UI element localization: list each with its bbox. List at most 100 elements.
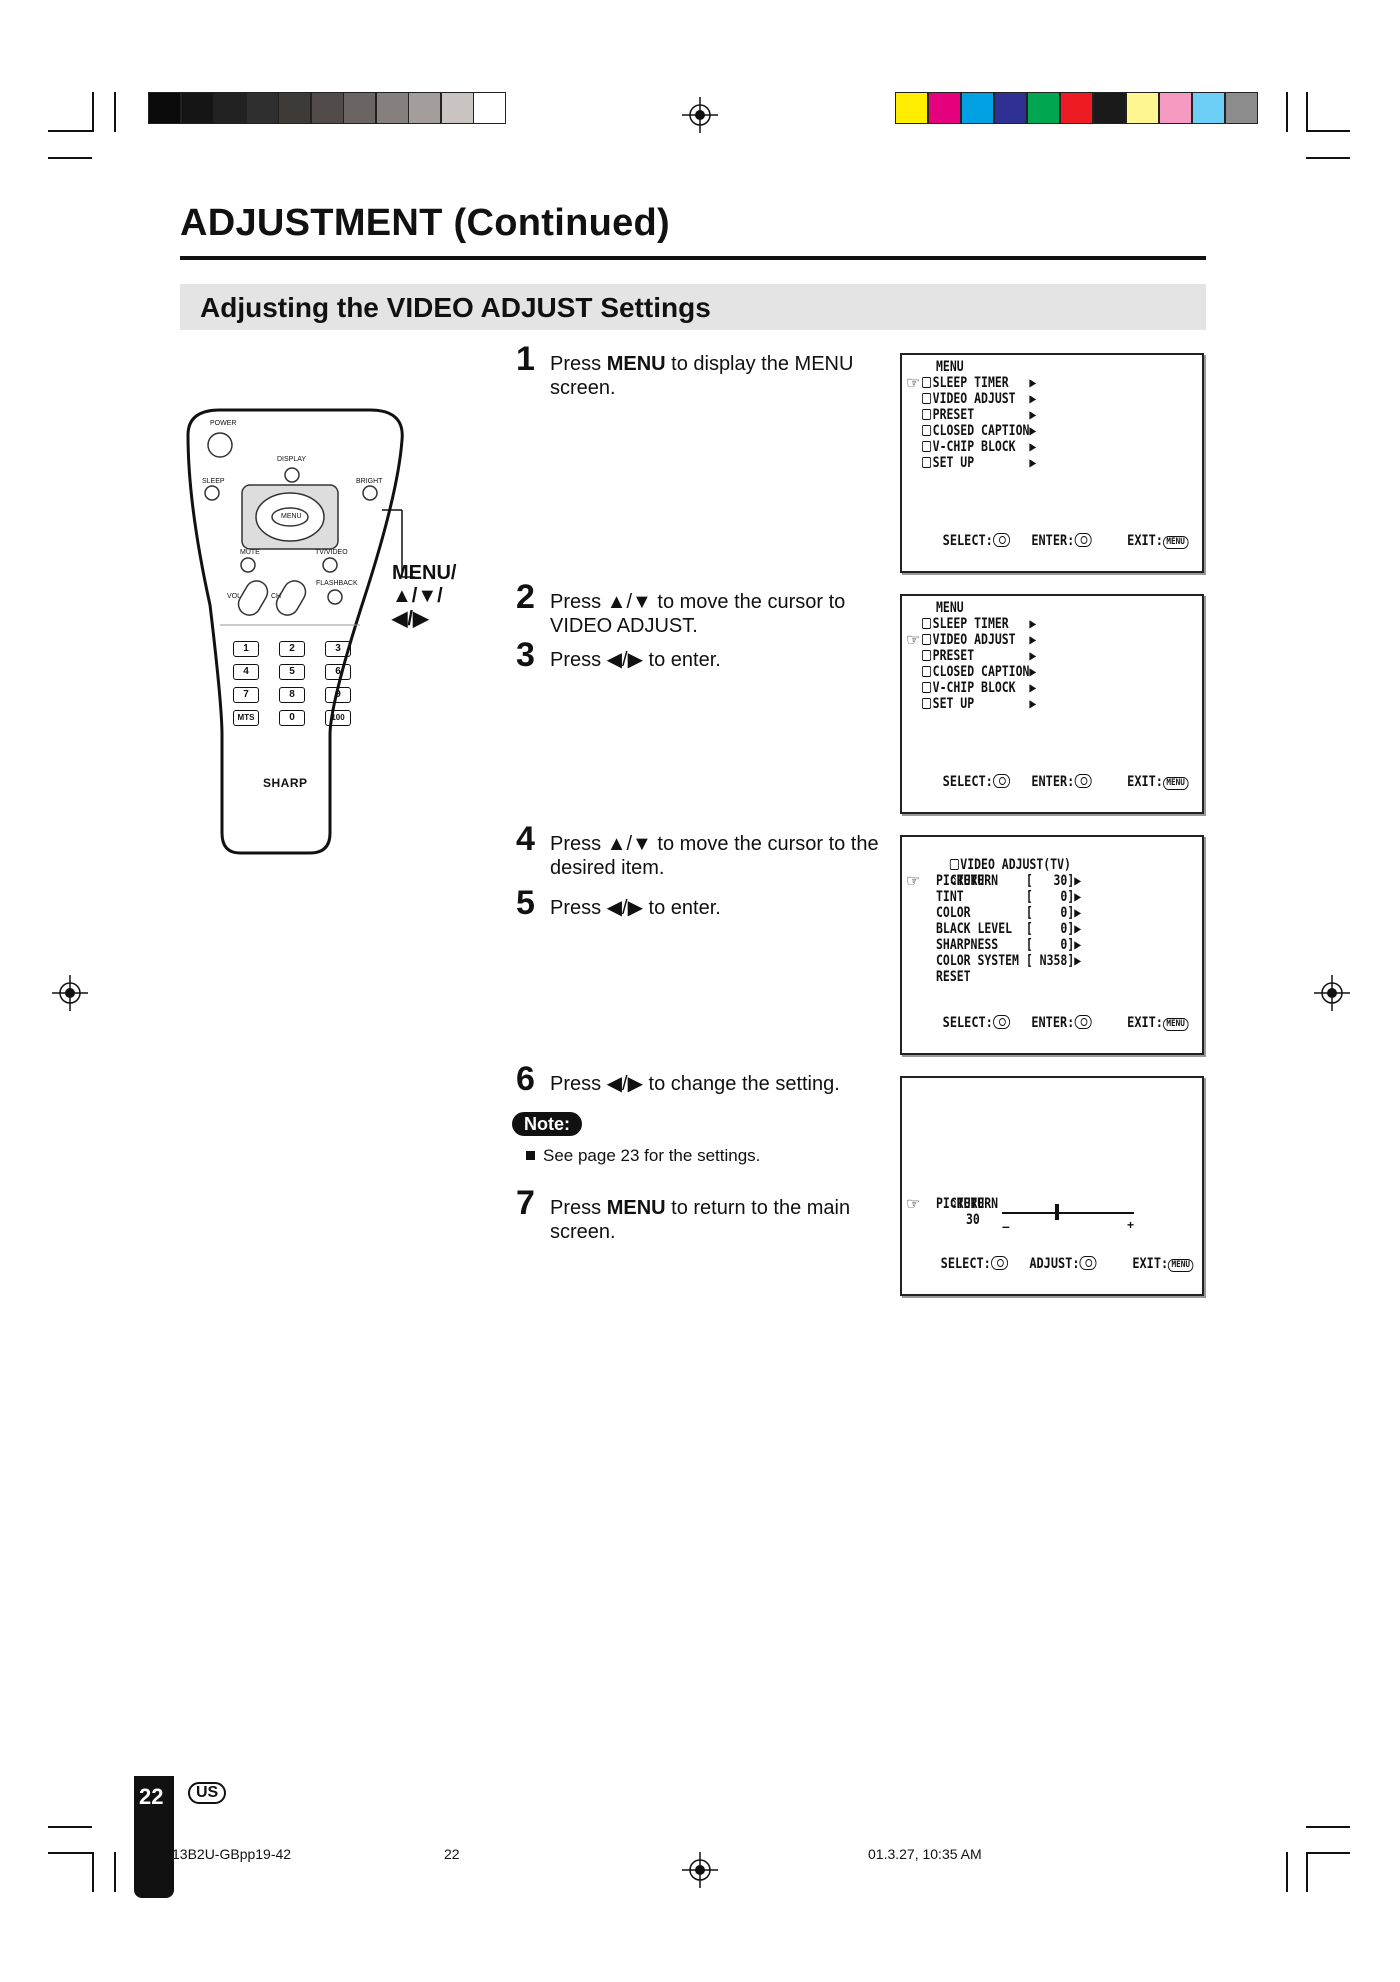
exit-label: EXIT: — [1127, 774, 1163, 790]
osd-menu-item-label: V-CHIP BLOCK ▶ — [932, 439, 1037, 455]
step-number: 7 — [516, 1184, 535, 1222]
osd-adjust-item: TINT [ 0]▶ — [936, 889, 1082, 905]
osd-menu-item-label: VIDEO ADJUST ▶ — [932, 391, 1037, 407]
osd-adjust-item: BLACK LEVEL [ 0]▶ — [936, 921, 1082, 937]
hand-cursor-icon: ☞ — [906, 1196, 921, 1213]
note-item: See page 23 for the settings. — [526, 1146, 760, 1166]
step-number: 1 — [516, 340, 535, 378]
menu-item-icon — [922, 634, 932, 645]
keypad-button: 5 — [279, 664, 305, 680]
dpad-icon — [1074, 1015, 1092, 1029]
dpad-icon — [990, 1256, 1008, 1270]
menu-item-icon — [922, 409, 932, 420]
step-text-part: to return to the main screen. — [550, 1197, 851, 1243]
osd-menu-item: V-CHIP BLOCK ▶ — [922, 680, 1036, 696]
section-title: Adjusting the VIDEO ADJUST Settings — [200, 292, 711, 323]
return-icon: ➲ — [949, 873, 957, 889]
color-swatch — [1060, 92, 1093, 124]
grayscale-swatch — [440, 92, 474, 124]
crop-mark — [48, 130, 92, 132]
osd-menu-item: SET UP ▶ — [922, 696, 1036, 712]
menu-item-icon — [922, 618, 932, 629]
crop-mark — [1286, 1852, 1288, 1892]
step-text-bold: MENU — [606, 1197, 666, 1219]
osd-menu-item: CLOSED CAPTION▶ — [922, 664, 1036, 680]
osd-picture-value: 30 — [966, 1212, 980, 1228]
crop-mark — [1286, 92, 1288, 132]
callout-line: MENU/ — [392, 562, 457, 584]
crop-mark — [48, 157, 92, 159]
step-number: 6 — [516, 1060, 535, 1098]
select-label: SELECT: — [942, 774, 993, 790]
remote-vol-label: VOL — [227, 593, 242, 600]
step-text-part: Press — [550, 353, 607, 375]
grayscale-swatch — [310, 92, 344, 124]
bullet-square-icon — [526, 1151, 535, 1160]
color-swatch — [895, 92, 928, 124]
color-swatch — [1159, 92, 1192, 124]
remote-power-label: POWER — [210, 420, 237, 427]
osd-return: ➲RETURN — [922, 1180, 998, 1228]
region-badge: US — [188, 1782, 227, 1804]
grayscale-swatch — [473, 92, 506, 124]
slider-track — [1002, 1212, 1134, 1214]
note-label: Note: — [512, 1112, 582, 1136]
keypad-button: 6 — [325, 664, 351, 680]
title-rule — [180, 256, 1206, 260]
footer-file-page: 22 — [444, 1846, 460, 1862]
osd-menu-item: SLEEP TIMER ▶ — [922, 375, 1036, 391]
osd-footer: SELECT: ENTER: EXIT:MENU — [914, 758, 1189, 806]
menu-button-icon: MENU — [1162, 536, 1189, 549]
menu-item-icon — [922, 425, 932, 436]
osd-adjust-item: SHARPNESS [ 0]▶ — [936, 937, 1082, 953]
exit-label: EXIT: — [1132, 1256, 1169, 1272]
section-header: Adjusting the VIDEO ADJUST Settings — [180, 284, 1206, 330]
osd-footer: SELECT: ENTER: EXIT:MENU — [914, 517, 1189, 565]
hand-cursor-icon: ☞ — [906, 632, 921, 649]
osd-menu-item-label: V-CHIP BLOCK ▶ — [932, 680, 1037, 696]
dpad-icon — [992, 774, 1010, 788]
exit-label: EXIT: — [1127, 533, 1163, 549]
step-text: Press ▲/▼ to move the cursor to VIDEO AD… — [550, 591, 846, 637]
menu-item-icon — [922, 650, 932, 661]
page-number: 22 — [139, 1784, 164, 1809]
osd-menu-item-label: VIDEO ADJUST ▶ — [932, 632, 1037, 648]
note-badge: Note: — [512, 1112, 582, 1136]
step-text: Press ◀/▶ to change the setting. — [550, 1073, 840, 1095]
remote-display-label: DISPLAY — [277, 456, 307, 463]
registration-mark-icon — [52, 975, 88, 1011]
step-text: Press ◀/▶ to enter. — [550, 897, 721, 919]
grayscale-swatch — [408, 92, 441, 124]
osd-menu-item-label: CLOSED CAPTION▶ — [932, 664, 1037, 680]
osd-footer: SELECT: ADJUST: EXIT:MENU — [912, 1240, 1194, 1288]
footer-file: 13B2U-GBpp19-42 — [172, 1846, 292, 1862]
keypad-button: MTS — [233, 710, 259, 726]
osd-title: VIDEO ADJUST(TV) — [922, 841, 1071, 889]
remote-tv-video-label: TV/VIDEO — [315, 549, 348, 556]
dpad-icon — [992, 533, 1010, 547]
osd-menu-item-label: PRESET ▶ — [932, 648, 1037, 664]
remote-ch-label: CH — [271, 593, 282, 600]
crop-mark — [1306, 92, 1308, 132]
osd-menu-item-label: SLEEP TIMER ▶ — [932, 375, 1037, 391]
registration-mark-icon — [682, 1852, 718, 1888]
osd-menu-item: VIDEO ADJUST ▶ — [922, 632, 1036, 648]
menu-item-icon — [922, 666, 932, 677]
menu-button-icon: MENU — [1168, 1259, 1194, 1272]
footer-datetime: 01.3.27, 10:35 AM — [868, 1846, 982, 1862]
dpad-icon — [992, 1015, 1010, 1029]
crop-mark — [114, 1852, 116, 1892]
callout-line: ▲/▼/ — [392, 585, 443, 607]
crop-mark — [1306, 1852, 1350, 1854]
crop-mark — [92, 92, 94, 132]
menu-item-icon — [922, 393, 932, 404]
keypad-button: 8 — [279, 687, 305, 703]
page-number-tab — [134, 1776, 174, 1898]
slider-minus: – — [1002, 1218, 1010, 1234]
remote-brand-logo: SHARP — [263, 776, 308, 790]
color-swatch — [994, 92, 1027, 124]
grayscale-swatch — [343, 92, 376, 124]
step-text: Press ▲/▼ to move the cursor to the desi… — [550, 833, 879, 879]
hand-cursor-icon: ☞ — [906, 873, 921, 890]
remote-menu-label: MENU — [281, 513, 302, 520]
